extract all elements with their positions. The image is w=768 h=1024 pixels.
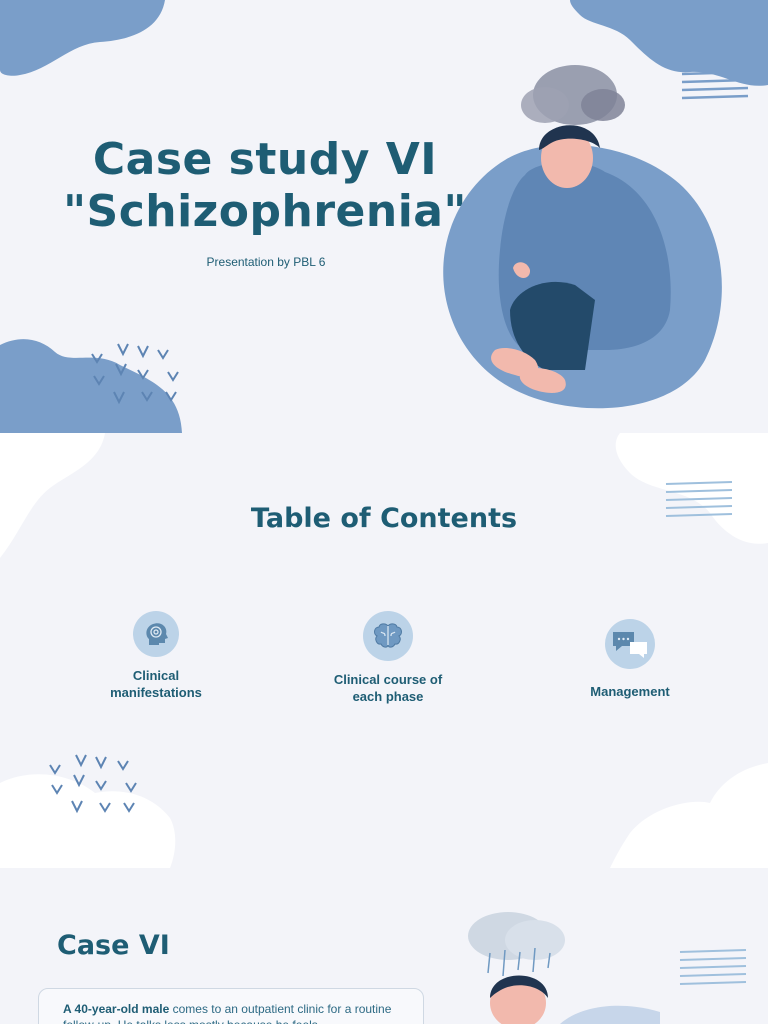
sad-person-illustration — [443, 65, 722, 409]
case-slide: Case VI A 40-year-old male comes to an o… — [0, 868, 768, 1024]
title-slide: Case study VI "Schizophrenia" Presentati… — [0, 0, 768, 433]
toc-label-line-1: Clinical course of — [333, 672, 443, 687]
case-heading: Case VI — [57, 930, 170, 961]
bottom-right-white-blob — [610, 763, 768, 868]
head-icon — [133, 611, 179, 657]
stripes-decoration-3 — [679, 949, 747, 985]
bottom-left-white-blob — [0, 774, 176, 868]
toc-label-clinical-course: Clinical course of each phase — [298, 671, 478, 705]
grass-decoration — [91, 343, 179, 405]
toc-item-clinical-manifestations[interactable]: Clinical manifestations — [66, 611, 246, 701]
table-of-contents-slide: Table of Contents Clinical manifestation… — [0, 433, 768, 868]
top-right-white-blob — [615, 433, 768, 544]
toc-item-clinical-course[interactable]: Clinical course of each phase — [298, 611, 478, 705]
bottom-left-blob — [0, 339, 182, 433]
toc-heading: Table of Contents — [250, 503, 518, 534]
case-patient-summary: A 40-year-old male — [63, 1002, 170, 1016]
toc-label-line-2: manifestations — [110, 685, 202, 700]
top-left-blob — [0, 0, 165, 76]
case-description-card: A 40-year-old male comes to an outpatien… — [38, 988, 424, 1024]
toc-label-line-2: each phase — [352, 689, 424, 704]
stripes-decoration — [681, 62, 749, 100]
title-line-1: Case study VI — [92, 134, 438, 185]
chat-icon — [605, 619, 655, 669]
toc-label-clinical-manifestations: Clinical manifestations — [66, 667, 246, 701]
title-line-2: "Schizophrenia" — [63, 186, 467, 237]
top-left-white-blob — [0, 433, 105, 558]
toc-label-management: Management — [540, 683, 720, 700]
grass-decoration-2 — [49, 754, 137, 814]
brain-icon — [363, 611, 413, 661]
toc-label-line-1: Clinical — [132, 668, 180, 683]
stripes-decoration-2 — [665, 481, 733, 517]
slide-title: Case study VI "Schizophrenia" — [40, 134, 490, 238]
case-description-text: comes to an outpatient clinic for a rout… — [63, 1002, 392, 1024]
toc-label-line-1: Management — [590, 684, 670, 699]
toc-item-management[interactable]: Management — [540, 619, 720, 700]
rain-cloud-person-illustration — [468, 912, 660, 1024]
presentation-by-text: Presentation by PBL 6 — [206, 255, 326, 269]
